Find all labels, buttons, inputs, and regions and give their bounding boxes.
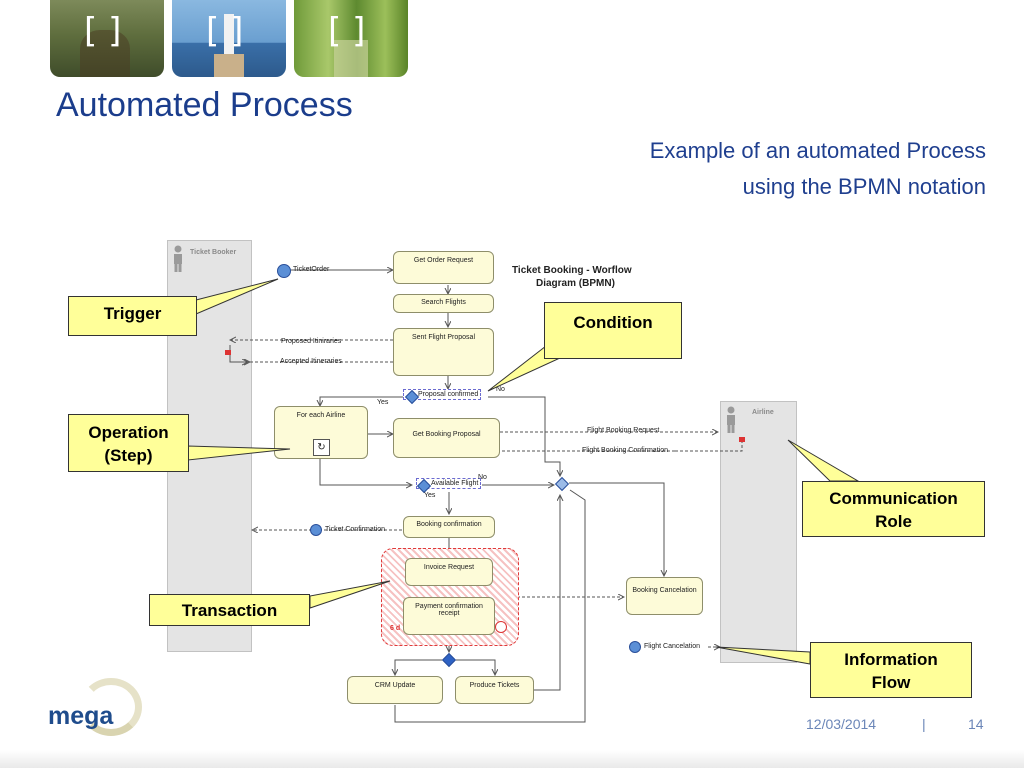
task-produce-tickets: Produce Tickets: [455, 676, 534, 704]
end-event-flight-cancelation: [629, 641, 641, 653]
footer-separator: |: [922, 716, 926, 732]
callout-information-line-1: Information: [844, 650, 938, 669]
lane-airline: [720, 401, 797, 663]
task-payment-confirmation-receipt: Payment confirmation receipt: [403, 597, 495, 635]
callout-operation-line-2: (Step): [104, 446, 153, 465]
bracket-mark: [ ]: [328, 11, 366, 51]
callout-communication-line-2: Role: [875, 512, 912, 531]
gateway-label-available-flight: Available Flight: [416, 478, 482, 489]
branch-label-no: No: [496, 386, 505, 393]
start-event-ticket-order: [277, 264, 291, 278]
callout-communication-line-1: Communication: [829, 489, 958, 508]
callout-communication-role: Communication Role: [802, 481, 985, 537]
header-photo-tree: [ ]: [50, 0, 164, 77]
task-invoice-request: Invoice Request: [405, 558, 493, 586]
gateway-label-proposal-confirmed: Proposal confirmed: [403, 389, 482, 400]
lane-label-airline: Airline: [752, 409, 774, 416]
flow-label-accepted-itineraries: Accepted Itineraries: [280, 358, 342, 365]
task-get-order-request: Get Order Request: [393, 251, 494, 284]
flow-label-flight-cancelation: Flight Cancelation: [644, 643, 701, 650]
diagram-title-line-1: Ticket Booking - Worflow: [512, 265, 632, 276]
task-get-booking-proposal: Get Booking Proposal: [393, 418, 500, 458]
logo-swoosh-icon: [80, 678, 142, 736]
diagram-title-line-2: Diagram (BPMN): [536, 278, 615, 289]
flow-label-ticket-confirmation: Ticket Confirmation: [325, 526, 386, 533]
transaction-timer-label: 6 d: [390, 625, 401, 632]
footer-page-number: 14: [968, 716, 984, 732]
person-icon: [727, 406, 735, 433]
flow-label-flight-booking-confirmation: Flight Booking Confirmation: [582, 447, 668, 454]
flow-label-flight-booking-request: Flight Booking Request: [587, 427, 660, 434]
header-photo-lighthouse: [ ]: [172, 0, 286, 77]
callout-transaction: Transaction: [149, 594, 310, 626]
subtitle-line-2: using the BPMN notation: [742, 174, 986, 199]
slide-title: Automated Process: [56, 86, 353, 124]
callout-operation-line-1: Operation: [88, 423, 169, 442]
callout-condition: Condition: [544, 302, 682, 359]
loop-marker-icon: ↻: [313, 439, 330, 456]
timer-icon: [495, 621, 507, 633]
task-search-flights: Search Flights: [393, 294, 494, 313]
branch-label-no: No: [478, 474, 487, 481]
subtitle-line-1: Example of an automated Process: [649, 138, 986, 163]
logo-mega: mega: [44, 678, 154, 738]
gateway-text-proposal-confirmed: Proposal confirmed: [418, 391, 479, 398]
footer-date: 12/03/2014: [806, 716, 877, 732]
branch-label-yes: Yes: [424, 492, 436, 499]
footer-band: [0, 750, 1024, 768]
logo-text: mega: [48, 702, 114, 730]
callout-information-flow: Information Flow: [810, 642, 972, 698]
task-booking-confirmation: Booking confirmation: [403, 516, 495, 538]
person-icon: [174, 245, 182, 272]
flow-label-ticket-order: TicketOrder: [293, 266, 330, 273]
task-label-for-each-airline: For each Airline: [296, 412, 346, 419]
lane-label-ticket-booker: Ticket Booker: [190, 249, 237, 256]
branch-label-yes: Yes: [377, 399, 389, 406]
bracket-mark: [ ]: [206, 11, 244, 51]
callout-information-line-2: Flow: [871, 673, 911, 692]
callout-operation: Operation (Step): [68, 414, 189, 472]
task-sent-flight-proposal: Sent Flight Proposal: [393, 328, 494, 376]
end-event-ticket-confirmation: [310, 524, 322, 536]
callout-trigger: Trigger: [68, 296, 197, 336]
gateway-text-available-flight: Available Flight: [431, 480, 479, 487]
bracket-mark: [ ]: [84, 11, 122, 51]
task-booking-cancelation: Booking Cancelation: [626, 577, 703, 615]
task-crm-update: CRM Update: [347, 676, 443, 704]
header-photo-bamboo: [ ]: [294, 0, 408, 77]
task-for-each-airline: For each Airline ↻: [274, 406, 368, 459]
flow-label-proposed-itineraries: Proposed Itiniraries: [281, 338, 342, 345]
